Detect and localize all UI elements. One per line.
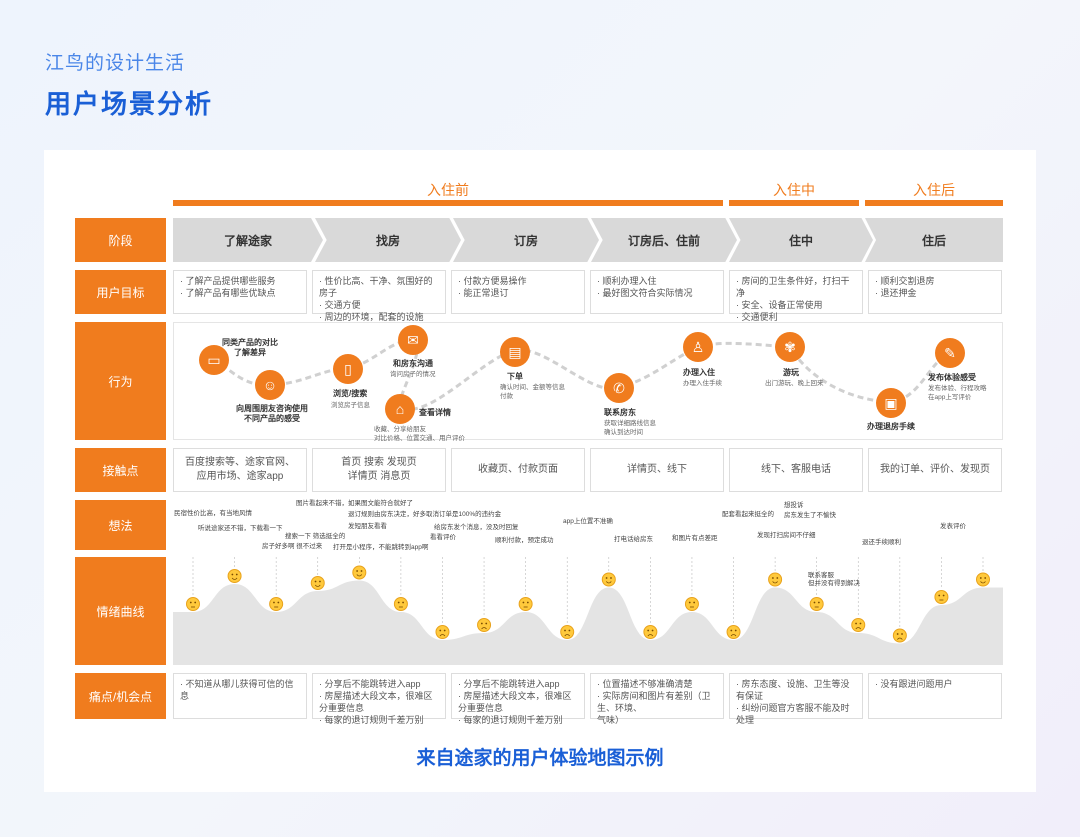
emotion-point (518, 597, 533, 611)
emotion-point (809, 597, 824, 611)
wallet-icon: ▤ (500, 337, 530, 367)
row-label-emotion: 情绪曲线 (75, 557, 166, 665)
action-area (173, 322, 1003, 440)
thought-label: 顺利付款，预定成功 (495, 537, 554, 544)
thought-label: 和图片有点差距 (672, 535, 718, 542)
thought-label: 退还手续顺利 (862, 539, 901, 546)
emotion-point (560, 625, 575, 639)
home-icon: ⌂ (385, 394, 415, 424)
stage-chevron: 住中 (729, 218, 873, 262)
thought-label: 搜索一下 筛选挺全的 (285, 533, 346, 540)
emotion-point (726, 625, 741, 639)
stage-chevron: 了解途家 (173, 218, 323, 262)
thought-label: 配套看起来挺全的 (722, 511, 774, 518)
thought-label: 房东发生了不愉快 (784, 512, 836, 519)
emotion-area (173, 580, 1003, 665)
thought-label: app上位置不准确 (563, 518, 613, 525)
pain-cell: · 分享后不能跳转进入app· 房屋描述大段文本，很难区分重要信息· 每家的退订… (451, 673, 585, 725)
goal-cell: · 付款方便易操作· 能正常退订 (451, 270, 585, 314)
checkin-icon: ♙ (683, 332, 713, 362)
thought-label: 房子好多啊 很不过来 (262, 543, 323, 550)
phase-during: 入住中 (773, 182, 815, 198)
pain-cell: · 分享后不能跳转进入app· 房屋描述大段文本，很难区分重要信息· 每家的退订… (312, 673, 446, 725)
touchpoint-cell: 线下、客服电话 (729, 448, 863, 492)
emotion-point (976, 572, 990, 587)
phase-before-bar (173, 200, 723, 206)
emotion-point (851, 618, 866, 632)
thought-label: 打电话给房东 (614, 536, 653, 543)
thought-label: 图片看起来不错，如果图文能符合就好了 (296, 500, 413, 507)
pain-cell: · 没有跟进问题用户 (868, 673, 1002, 719)
phase-after-bar (865, 200, 1003, 206)
thought-label: 打开是小程序，不能跳转到app啊 (333, 544, 429, 551)
goal-cell: · 顺利办理入住· 最好图文符合实际情况 (590, 270, 724, 314)
phase-after: 入住后 (913, 182, 955, 198)
goal-cell: · 了解产品提供哪些服务· 了解产品有哪些优缺点 (173, 270, 307, 314)
emotion-point (310, 576, 325, 590)
emotion-point (227, 569, 242, 583)
thought-label: 给房东发个消息，没及时回复 (434, 524, 519, 531)
emotion-point (601, 572, 616, 587)
footer-caption: 来自途家的用户体验地图示例 (416, 748, 664, 769)
chat-icon: ✉ (398, 325, 428, 355)
emotion-point (892, 628, 907, 643)
stage-chevron: 住后 (865, 218, 1003, 262)
row-label-stage: 阶段 (75, 218, 166, 262)
emotion-point (393, 597, 408, 611)
pain-cell: · 房东态度、设施、卫生等没有保证· 纠纷问题官方客服不能及时处理 (729, 673, 863, 725)
emotion-point (477, 618, 492, 632)
pain-cell: · 不知道从哪儿获得可信的信息 (173, 673, 307, 719)
row-label-goal: 用户目标 (75, 270, 166, 314)
monitor-icon: ▭ (199, 345, 229, 375)
emotion-point (934, 590, 949, 604)
thought-label: 发短朋友看看 (348, 523, 387, 530)
touchpoint-cell: 我的订单、评价、发现页 (868, 448, 1002, 492)
emotion-point (186, 597, 200, 611)
phone-icon: ▯ (333, 354, 363, 384)
brand: 江鸟的设计生活 (45, 53, 186, 74)
emotion-point (269, 597, 284, 611)
call-icon: ✆ (604, 373, 634, 403)
goal-cell: · 顺利交割退房· 退还押金 (868, 270, 1002, 314)
stage-chevron: 订房 (453, 218, 599, 262)
thought-label: 民宿性价比高，有当地风情 (174, 510, 252, 517)
page-title: 用户场景分析 (45, 89, 214, 119)
emotion-point (684, 597, 699, 611)
row-label-pain: 痛点/机会点 (75, 673, 166, 719)
emotion-curve (173, 557, 1003, 665)
emotion-point (643, 625, 658, 639)
thought-label: 联系客服 但并没有得到解决 (808, 572, 860, 587)
row-label-thought: 想法 (75, 500, 166, 550)
thought-label: 退订规则由房东决定，好多取消订单是100%的违约金 (348, 511, 502, 518)
touchpoint-cell: 百度搜索等、途家官网、 应用市场、途家app (173, 448, 307, 492)
thought-label: 发表评价 (940, 523, 966, 530)
touchpoint-cell: 详情页、线下 (590, 448, 724, 492)
touchpoint-cell: 首页 搜索 发现页 详情页 消息页 (312, 448, 446, 492)
thought-label: 发现打扫房间不仔细 (757, 532, 816, 539)
emotion-point (435, 625, 450, 639)
emotion-point (768, 572, 783, 587)
thought-label: 听说途家还不错，下载看一下 (198, 525, 283, 532)
edit-icon: ✎ (935, 338, 965, 368)
goal-cell: · 性价比高、干净、氛围好的房子· 交通方便· 周边的环境，配套的设施 (312, 270, 446, 322)
palm-icon: ✾ (775, 332, 805, 362)
row-label-touchpoint: 接触点 (75, 448, 166, 492)
emotion-point (352, 565, 367, 580)
phase-during-bar (729, 200, 859, 206)
stage-chevron: 找房 (315, 218, 461, 262)
pain-cell: · 位置描述不够准确清楚· 实际房间和图片有差别（卫生、环境、 气味） (590, 673, 724, 725)
row-label-action: 行为 (75, 322, 166, 440)
thought-label: 想投诉 (784, 502, 804, 509)
goal-cell: · 房间的卫生条件好，打扫干净· 安全、设备正常使用· 交通便利 (729, 270, 863, 322)
stage-chevron: 订房后、住前 (591, 218, 737, 262)
touchpoint-cell: 收藏页、付款页面 (451, 448, 585, 492)
luggage-icon: ▣ (876, 388, 906, 418)
phase-before: 入住前 (427, 182, 469, 198)
thought-label: 看看评价 (430, 534, 456, 541)
user-icon: ☺ (255, 370, 285, 400)
